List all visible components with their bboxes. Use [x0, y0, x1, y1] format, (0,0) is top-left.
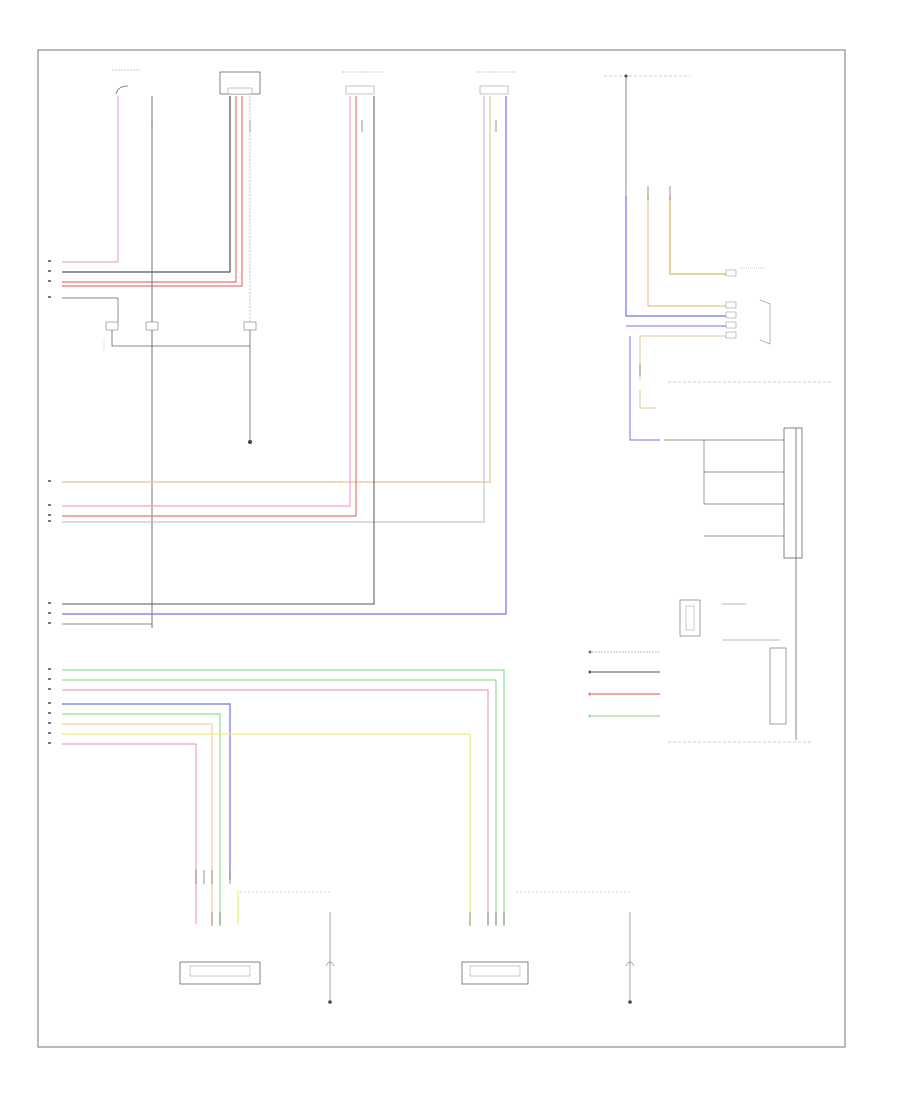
top-connector-4	[476, 71, 516, 95]
bottom-ground-1	[325, 912, 335, 1004]
top-connector-1	[112, 69, 140, 95]
wire-blue-2	[62, 703, 231, 880]
right-component-1	[725, 267, 765, 277]
wire-red-1	[62, 96, 237, 283]
bottom-ground-2	[625, 912, 635, 1004]
right-harness	[625, 76, 736, 441]
right-pin-marks	[625, 186, 671, 376]
right-component-2	[725, 299, 771, 345]
wire-green-1	[62, 669, 505, 924]
wire-green-2	[62, 679, 497, 924]
wire-darkgray-2	[62, 96, 375, 605]
top-connector-3	[342, 71, 384, 95]
wire-lightpink-2	[62, 743, 197, 924]
wire-blue-1	[62, 96, 507, 615]
wire-green-3	[62, 713, 221, 924]
bottom-right-module	[461, 961, 529, 985]
left-pin-stubs	[48, 260, 51, 624]
wire-pink-3	[62, 689, 489, 924]
bottom-left-pin-stubs	[48, 668, 51, 744]
wire-red-3	[62, 96, 357, 517]
wire-pink-2	[62, 96, 351, 507]
bottom-left-module	[179, 961, 261, 985]
wire-tan-1	[62, 96, 491, 483]
wire-lightgray-1	[62, 96, 485, 523]
diagram-frame	[37, 49, 846, 1048]
mid-ground-block	[103, 321, 257, 444]
bottom-pin-marks	[195, 870, 505, 926]
wire-lightorange-1	[62, 723, 213, 924]
wire-darkgray-1	[62, 96, 231, 273]
top-connector-5	[604, 74, 690, 78]
wire-red-2	[62, 96, 243, 287]
right-module	[664, 427, 812, 743]
top-connector-2	[219, 71, 261, 95]
wire-pink-1	[62, 96, 119, 263]
wire-gray-ground	[62, 96, 251, 628]
right-speaker-inputs	[588, 650, 660, 718]
wire-yellow-1	[62, 733, 471, 924]
top-pin-marks	[117, 120, 507, 132]
